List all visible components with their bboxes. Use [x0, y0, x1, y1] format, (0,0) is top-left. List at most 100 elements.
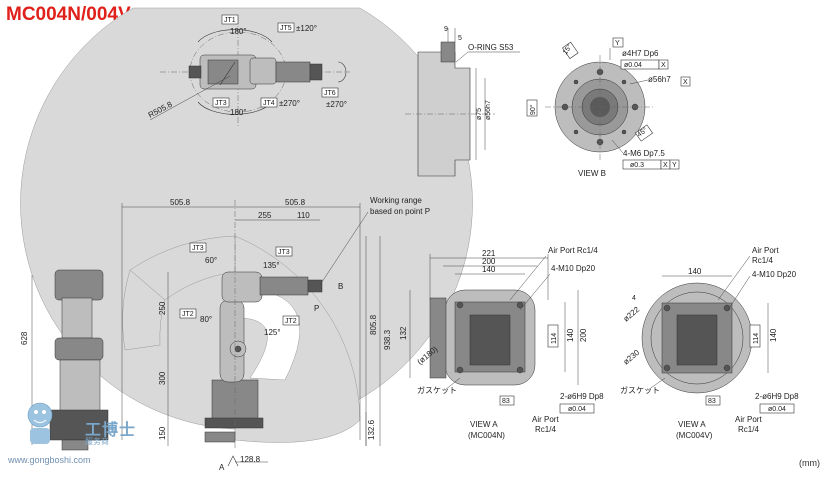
top-jt4-angle: ±270°: [279, 99, 300, 108]
side-point-p: P: [314, 304, 319, 313]
left-robot: 628: [20, 269, 109, 451]
view-a-n-pin: 2-ø6H9 Dp8: [560, 392, 604, 401]
side-point-a: A: [219, 463, 225, 472]
view-a-n-h132: 132: [399, 326, 408, 340]
view-a-n-w140: 140: [482, 265, 496, 274]
view-b: Y ø4H7 Dp6 ø0.04 X ø56h7 X 15° 90° 45° 4…: [526, 37, 691, 178]
view-b-dia56-ref: X: [683, 79, 688, 86]
side-w255: 255: [258, 211, 272, 220]
side-jt3-tag: JT3: [192, 245, 204, 252]
top-jt5-tag: JT5: [280, 25, 292, 32]
side-h805: 805.8: [369, 314, 378, 335]
view-b-bolt: 4-M6 Dp7.5: [623, 149, 665, 158]
flange-oring: O-RING S53: [468, 43, 514, 52]
side-jt2-tag: JT2: [182, 311, 194, 318]
unit-label: (mm): [799, 458, 820, 468]
side-h938: 938.3: [383, 329, 392, 350]
side-point-b: B: [338, 282, 343, 291]
side-h132: 132.6: [367, 419, 376, 440]
view-a-v-dia222: ø222: [622, 305, 642, 324]
view-a-n-air-bot2: Rc1/4: [535, 425, 556, 434]
view-b-tol2-ref1: X: [663, 162, 668, 169]
top-jt6-angle: ±270°: [326, 100, 347, 109]
top-jt3-tag: JT3: [215, 100, 227, 107]
top-jt6-tag: JT6: [324, 90, 336, 97]
view-b-tol1-ref: X: [661, 62, 666, 69]
view-a-n-h114: 114: [551, 333, 558, 344]
view-b-ang90: 90°: [529, 104, 537, 115]
view-b-tol2-val: ø0.3: [630, 162, 644, 169]
view-a-n: 221 200 140 Air Port Rc1/4 4-M10 Dp20 13…: [399, 246, 604, 440]
watermark-mascot-icon: [27, 402, 53, 444]
model-title: MC004N/004V: [6, 4, 131, 25]
view-b-ref-y: Y: [615, 40, 620, 47]
view-a-v-h140: 140: [769, 328, 778, 342]
side-working-range-2: based on point P: [370, 207, 430, 216]
side-w128: 128.8: [240, 455, 261, 464]
top-view-arm: [275, 61, 311, 83]
view-a-v-m10: 4-M10 Dp20: [752, 270, 797, 279]
side-w505-left: 505.8: [170, 198, 191, 207]
view-a-n-m10: 4-M10 Dp20: [551, 264, 596, 273]
view-a-v-w140: 140: [688, 267, 702, 276]
side-ang125: 125°: [264, 328, 281, 337]
flange-dim-5: 5: [458, 35, 462, 42]
side-jt2b-tag: JT2: [285, 318, 297, 325]
view-b-caption: VIEW B: [578, 169, 606, 178]
side-h250: 250: [158, 301, 167, 315]
view-a-n-w83: 83: [502, 398, 510, 405]
side-view-upper-arm: [259, 276, 309, 296]
side-h300: 300: [158, 371, 167, 385]
view-a-n-tol: ø0.04: [568, 406, 586, 413]
view-a-v-caption2: (MC004V): [676, 431, 713, 440]
side-working-range-1: Working range: [370, 196, 422, 205]
view-a-v-air-bot2: Rc1/4: [738, 425, 759, 434]
view-a-v-air-top1: Air Port: [752, 246, 779, 255]
side-h150: 150: [158, 426, 167, 440]
view-b-hole1: ø4H7 Dp6: [622, 49, 659, 58]
view-a-v-pin: 2-ø6H9 Dp8: [755, 392, 799, 401]
side-w505-right: 505.8: [285, 198, 306, 207]
top-jt4-tag: JT4: [263, 100, 275, 107]
view-b-tol1-val: ø0.04: [624, 62, 642, 69]
view-a-n-h140: 140: [566, 328, 575, 342]
view-a-n-h200: 200: [579, 328, 588, 342]
side-view-lower-arm: [219, 299, 245, 383]
view-a-v-gasket: ガスケット: [620, 385, 660, 395]
side-jt3-angle: 60°: [205, 256, 217, 265]
view-a-n-w200: 200: [482, 257, 496, 266]
view-a-v-w83: 83: [708, 398, 716, 405]
view-a-n-caption1: VIEW A: [470, 420, 498, 429]
view-a-v-h114: 114: [753, 333, 760, 344]
view-a-v: 140 Air Port Rc1/4 4-M10 Dp20 ø222 4 ø23…: [620, 246, 799, 440]
view-b-tol2-ref2: Y: [672, 162, 677, 169]
watermark-service: 服务商: [85, 437, 109, 446]
view-a-n-caption2: (MC004N): [468, 431, 505, 440]
view-a-n-gasket: ガスケット: [417, 385, 457, 395]
top-jt1-tag: JT1: [224, 17, 236, 24]
top-jt1-angle: 180°: [230, 27, 247, 36]
view-a-v-air-top2: Rc1/4: [752, 256, 773, 265]
view-a-n-w221: 221: [482, 249, 496, 258]
flange-dia56: ø56h7: [485, 100, 492, 120]
top-jt5-angle: ±120°: [296, 24, 317, 33]
side-w110: 110: [297, 211, 310, 220]
side-jt3b-tag: JT3: [278, 249, 290, 256]
view-a-n-air-bot1: Air Port: [532, 415, 559, 424]
side-ang80: 80°: [200, 315, 212, 324]
view-a-v-caption1: VIEW A: [678, 420, 706, 429]
view-a-v-air-bot1: Air Port: [735, 415, 762, 424]
view-a-v-ang4: 4: [632, 295, 636, 302]
side-view: 505.8 505.8 255 110 Working range based …: [121, 196, 430, 472]
view-b-dia56: ø56h7: [648, 75, 671, 84]
flange-dim-9: 9: [444, 26, 448, 33]
flange-section: 9 5 O-RING S53 ø75 ø56h7: [405, 26, 520, 177]
top-jt3-angle: 180°: [230, 108, 247, 117]
view-a-n-air-top: Air Port Rc1/4: [548, 246, 598, 255]
view-a-v-dia230: ø230: [622, 348, 642, 367]
watermark-brand: 工博士: [85, 422, 137, 439]
side-ang135: 135°: [263, 261, 280, 270]
view-a-v-tol: ø0.04: [768, 406, 786, 413]
flange-dia75: ø75: [476, 108, 483, 120]
